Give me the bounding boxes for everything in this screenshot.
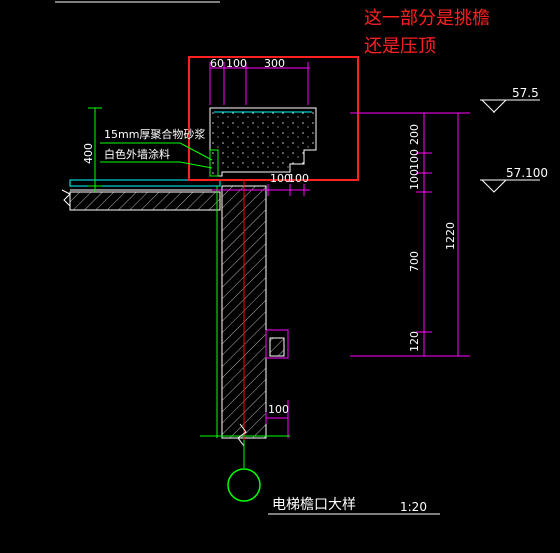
- drawing-title: 电梯檐口大样: [272, 497, 356, 513]
- top-dimensions: [209, 62, 310, 105]
- dim-200: 200: [408, 124, 421, 145]
- elevation-top: 57.5: [512, 86, 539, 100]
- roof-slab: [61, 179, 221, 211]
- break-line: [61, 189, 71, 207]
- left-dimension: [88, 107, 102, 192]
- dim-100-mid-b: 100: [288, 172, 309, 185]
- annotation-line-2: 还是压顶: [364, 36, 436, 57]
- dim-700: 700: [408, 251, 421, 272]
- dim-100-top: 100: [226, 57, 247, 70]
- dim-1220: 1220: [444, 222, 457, 250]
- note-paint: 白色外墙涂料: [104, 147, 170, 161]
- dim-100-b: 100: [408, 169, 421, 190]
- dim-100-mid-a: 100: [270, 172, 291, 185]
- elevation-marker-top: [480, 99, 540, 113]
- wall: [216, 180, 289, 440]
- eave-element: [209, 107, 317, 177]
- note-leaders: [100, 142, 213, 169]
- axis-bubble: [227, 468, 261, 502]
- dim-100-a: 100: [408, 149, 421, 170]
- dim-100-bottom: 100: [268, 403, 289, 416]
- dim-120: 120: [408, 331, 421, 352]
- elevation-lower: 57.100: [506, 166, 548, 180]
- note-plaster: 15mm厚聚合物砂浆: [104, 127, 205, 141]
- annotation-line-1: 这一部分是挑檐: [364, 8, 490, 29]
- drawing-scale: 1:20: [400, 500, 427, 514]
- right-dimensions: [350, 112, 470, 357]
- dim-300: 300: [264, 57, 285, 70]
- highlight-box: [188, 56, 359, 181]
- break-symbol: [237, 423, 247, 447]
- elevation-marker-lower: [480, 179, 540, 193]
- dim-60: 60: [210, 57, 224, 70]
- dim-400: 400: [82, 143, 95, 164]
- mid-dimensions: [212, 184, 310, 196]
- bottom-dimension: [265, 400, 289, 438]
